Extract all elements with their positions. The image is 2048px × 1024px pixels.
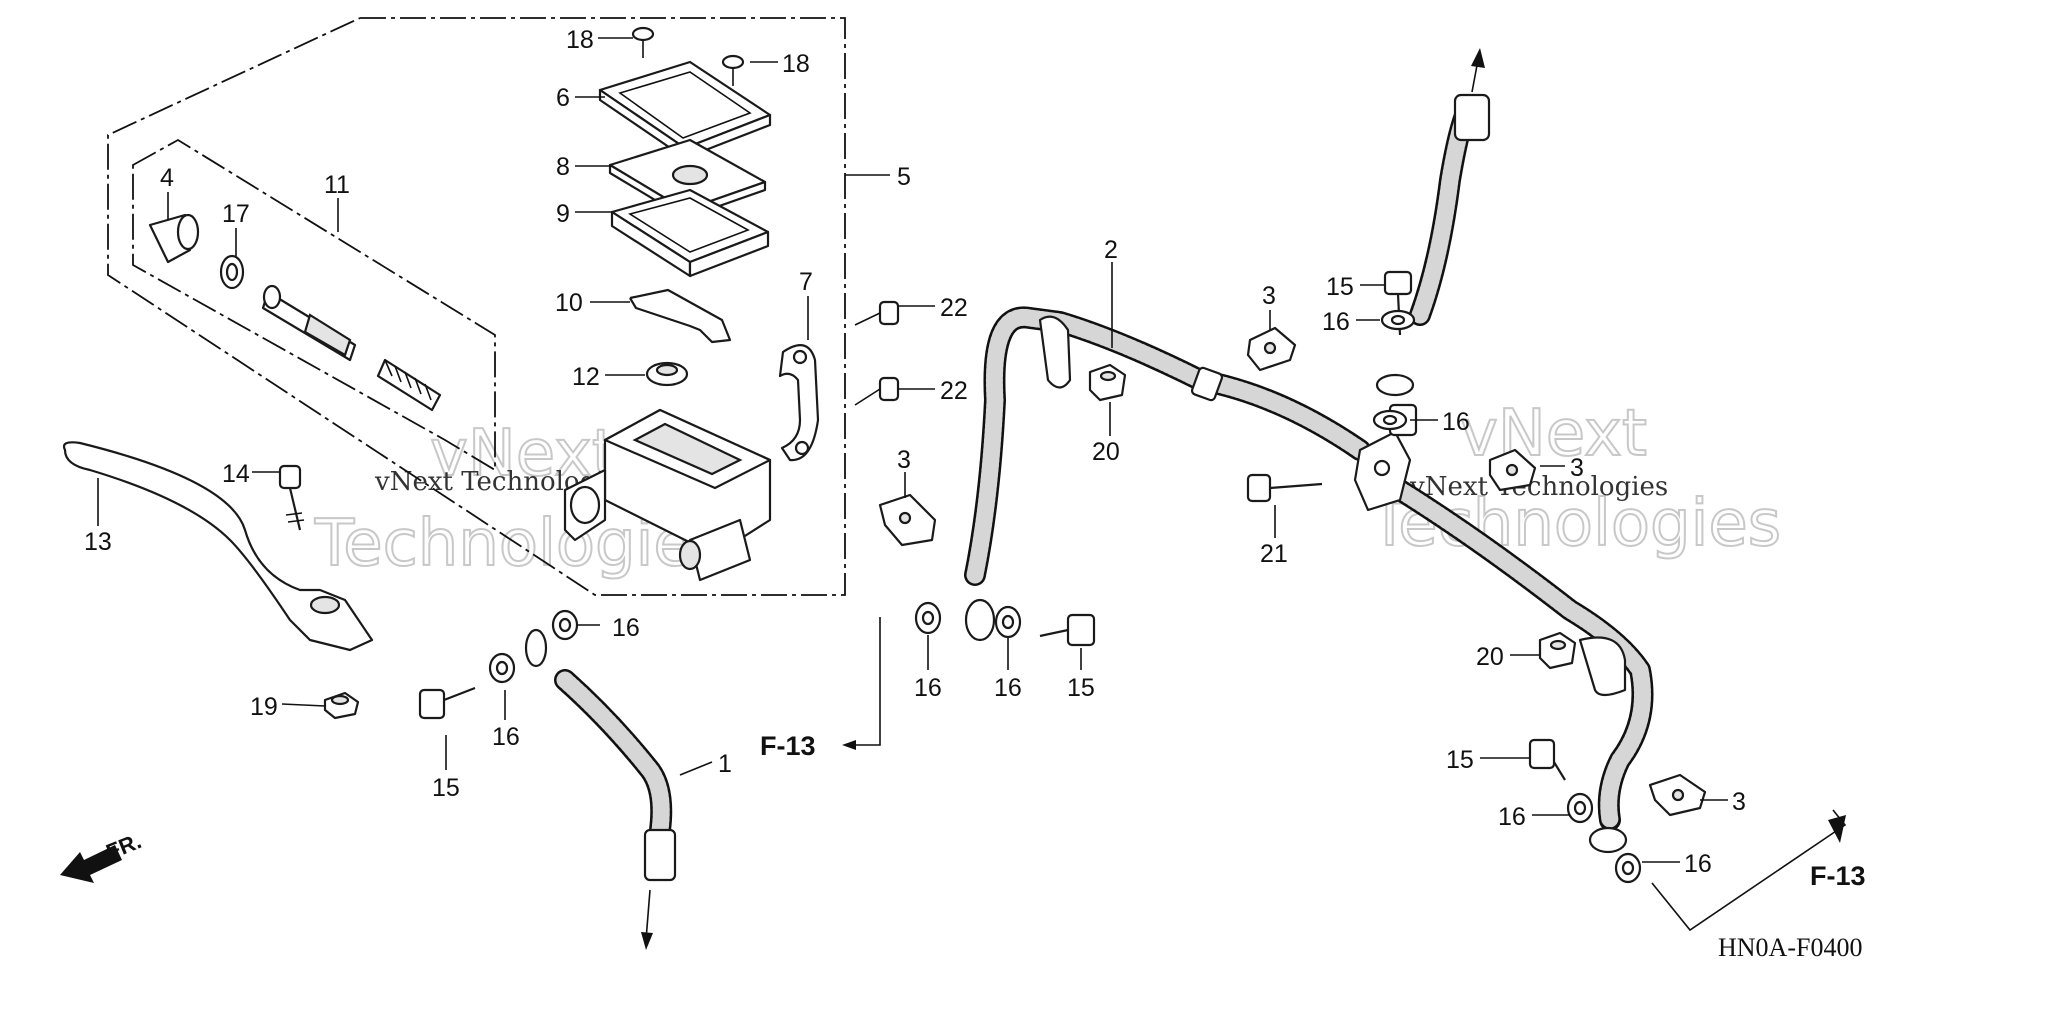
callout: 7 [799, 268, 813, 296]
brake-hose-upper-right [1375, 48, 1491, 397]
callout: 19 [250, 693, 278, 721]
callout: 9 [556, 200, 570, 228]
pivot-bolt [278, 464, 305, 531]
front-arrow-icon [60, 845, 122, 883]
callout: 14 [222, 460, 250, 488]
screw-18a [631, 26, 655, 58]
callout: 2 [1104, 236, 1118, 264]
reservoir-cap [598, 60, 772, 160]
leader-lines [97, 37, 1728, 863]
boot [645, 361, 689, 387]
callout: 10 [555, 289, 583, 317]
clip-3d [1648, 773, 1707, 817]
master-cylinder-holder [778, 344, 820, 462]
callout: 15 [432, 774, 460, 802]
callout: 8 [556, 153, 570, 181]
circlip [219, 254, 245, 290]
reference-label: F-13 [760, 731, 816, 761]
callout: 16 [994, 674, 1022, 702]
callout: 5 [897, 163, 911, 191]
master-cylinder-assembly-box [107, 17, 846, 596]
piston-set-box [132, 138, 496, 472]
brake-hose-1 [524, 628, 677, 950]
nut-20b [1538, 631, 1577, 670]
callout: 18 [566, 26, 594, 54]
callout: 16 [492, 723, 520, 751]
reference-arrow-right [1651, 809, 1847, 932]
callout: 16 [914, 674, 942, 702]
callout: 3 [1570, 454, 1584, 482]
watermark-text: vNext Technologies [1409, 472, 1668, 502]
clip-3c [1488, 448, 1537, 492]
callout: 22 [940, 294, 968, 322]
banjo-bolt-15d [1528, 738, 1566, 781]
piston-set [261, 284, 442, 412]
washer-16c [914, 601, 942, 635]
nut-20a [1088, 363, 1127, 402]
callout: 21 [1260, 540, 1288, 568]
callout: 12 [572, 363, 600, 391]
callout: 16 [1498, 803, 1526, 831]
washer-16d [994, 605, 1022, 639]
callout: 16 [612, 614, 640, 642]
callout: 20 [1092, 438, 1120, 466]
washer-16g [1566, 792, 1594, 824]
clip-3a [1246, 326, 1297, 372]
diaphragm [610, 188, 770, 278]
washer-16e [1380, 309, 1416, 331]
diaphragm-plate [608, 138, 767, 220]
front-label: FR. [103, 828, 145, 864]
banjo-bolt-15a [418, 686, 476, 720]
callout: 18 [782, 50, 810, 78]
callout: 11 [324, 171, 350, 199]
watermark: vNext Technologies vNext Technologies vN… [313, 396, 1782, 582]
callout: 16 [1322, 308, 1350, 336]
callout: 16 [1442, 408, 1470, 436]
master-cylinder-body [563, 408, 772, 582]
reference-arrow-left [842, 617, 881, 750]
callout: 15 [1446, 746, 1474, 774]
callout: 3 [1262, 282, 1276, 310]
dust-boot [148, 213, 200, 264]
clip-3b [878, 493, 937, 547]
callouts: 18 18 6 8 9 10 12 5 7 4 17 11 13 14 19 1… [84, 26, 1746, 878]
float [629, 288, 732, 344]
diagram-code: HN0A-F0400 [1718, 933, 1862, 962]
callout: 15 [1067, 674, 1095, 702]
washer-16b [488, 652, 516, 684]
bolt-22b [854, 376, 900, 406]
callout: 22 [940, 377, 968, 405]
watermark-text: vNext [1460, 397, 1647, 471]
lever-nut [323, 691, 360, 720]
callout: 3 [897, 446, 911, 474]
washer-16a [551, 609, 579, 641]
callout: 20 [1476, 643, 1504, 671]
callout: 1 [718, 750, 732, 778]
callout: 17 [222, 200, 250, 228]
banjo-bolt-15b [1039, 613, 1096, 647]
callout: 15 [1326, 273, 1354, 301]
callout: 4 [160, 164, 174, 192]
callout: 3 [1732, 788, 1746, 816]
callout: 16 [1684, 850, 1712, 878]
brake-hose-2 [964, 306, 1371, 642]
reference-label: F-13 [1810, 861, 1866, 891]
washer-16h [1614, 852, 1642, 884]
callout: 13 [84, 528, 112, 556]
bolt-21 [1246, 473, 1323, 503]
washer-16f [1372, 409, 1408, 431]
brake-hose-lower-right [1389, 479, 1654, 854]
bolt-22a [854, 300, 900, 326]
callout: 6 [556, 84, 570, 112]
screw-18b [721, 54, 745, 86]
brake-lever [62, 441, 374, 652]
